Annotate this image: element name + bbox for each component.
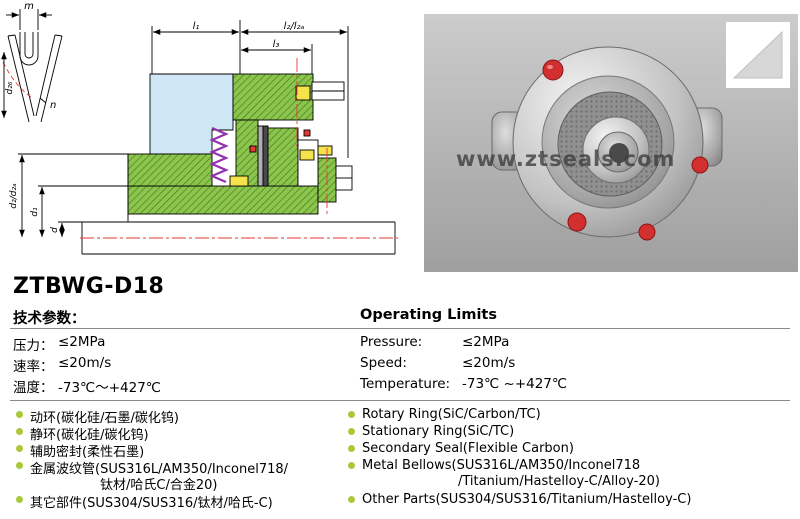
material-text: 动环(碳化硅/石墨/碳化钨)	[30, 411, 179, 426]
spec-label-cn: 速率：	[13, 359, 54, 375]
rotary-face	[257, 125, 264, 187]
divider-middle	[10, 400, 790, 401]
material-text-continuation: /Titanium/Hastelloy-C/Alloy-20)	[458, 474, 660, 489]
red-plugs	[542, 59, 709, 241]
spec-value-en: -73℃ ~+427℃	[462, 376, 568, 392]
dim-label-d2: d₂/d₂ₐ	[9, 183, 19, 209]
gasket-part-2	[299, 149, 315, 161]
gasket-part-3	[317, 145, 333, 156]
bellows-detail-view	[1, 9, 63, 123]
dim-label-d: d	[50, 227, 60, 233]
red-plug-top	[542, 59, 564, 81]
seal-cross-section-drawing: m n d₂₆	[1, 1, 398, 255]
red-plug-right	[691, 156, 709, 174]
collar-part	[127, 153, 213, 187]
product-title: ZTBWG-D18	[13, 274, 165, 299]
spec-label-en: Temperature:	[360, 376, 451, 392]
stationary-holder-part	[267, 127, 299, 187]
spec-label-en: Speed:	[360, 355, 407, 371]
spec-value-cn: -73℃～+427℃	[58, 380, 161, 396]
plug-highlight	[547, 65, 553, 69]
spec-row-speed: 速率： ≤20m/s Speed: ≤20m/s	[0, 355, 800, 375]
bullet-icon	[348, 428, 355, 435]
main-section-view	[18, 20, 398, 255]
dim-label-d1: d₁	[30, 207, 40, 217]
material-text: 其它部件(SUS304/SUS316/钛材/哈氏-C)	[30, 496, 273, 511]
red-plug-bottom-left	[567, 212, 587, 232]
stationary-face	[262, 125, 269, 187]
material-text: 静环(碳化硅/碳化钨)	[30, 428, 149, 443]
bullet-icon	[348, 462, 355, 469]
dim-label-l3: l₃	[273, 39, 280, 50]
retainer-part	[297, 139, 319, 187]
bullet-icon	[16, 496, 23, 503]
spec-label-cn: 温度：	[13, 380, 54, 396]
product-photo: www.ztseals.com	[424, 14, 798, 272]
seal-product-image	[491, 46, 723, 241]
corner-logo	[726, 22, 790, 88]
technical-drawing-panel: m n d₂₆	[0, 0, 420, 272]
dim-label-d2b: d₂₆	[5, 81, 15, 94]
bullet-icon	[16, 462, 23, 469]
spec-row-pressure: 压力： ≤2MPa Pressure: ≤2MPa	[0, 334, 800, 354]
dim-label-m: m	[24, 1, 34, 12]
spec-label-en: Pressure:	[360, 334, 423, 350]
material-text: Secondary Seal(Flexible Carbon)	[362, 441, 574, 456]
dim-label-n: n	[50, 100, 56, 111]
bullet-icon	[16, 411, 23, 418]
spec-value-en: ≤20m/s	[462, 355, 516, 371]
material-text: 金属波纹管(SUS316L/AM350/Inconel718/	[30, 462, 289, 477]
red-plug-bottom-right	[638, 223, 656, 241]
dimension-lines	[18, 20, 349, 237]
seat-housing-part	[149, 73, 234, 155]
bullet-icon	[16, 445, 23, 452]
bullet-icon	[348, 496, 355, 503]
product-photo-panel: www.ztseals.com	[424, 14, 798, 272]
dim-label-l2: l₂/l₂ₐ	[284, 21, 305, 32]
spec-label-cn: 压力：	[13, 338, 54, 354]
bullet-icon	[348, 445, 355, 452]
spec-value-cn: ≤2MPa	[58, 334, 106, 350]
material-text: 辅助密封(柔性石墨)	[30, 445, 145, 460]
spec-row-temperature: 温度： -73℃～+427℃ Temperature: -73℃ ~+427℃	[0, 376, 800, 396]
material-text-continuation: 钛材/哈氏C/合金20)	[100, 478, 218, 493]
material-text: Other Parts(SUS304/SUS316/Titanium/Haste…	[362, 492, 692, 507]
sleeve-base-part	[127, 185, 319, 215]
spec-value-cn: ≤20m/s	[58, 355, 112, 371]
material-text: Rotary Ring(SiC/Carbon/TC)	[362, 407, 541, 422]
material-text: Metal Bellows(SUS316L/AM350/Inconel718	[362, 458, 641, 473]
centerlines	[80, 58, 398, 239]
o-ring-2	[303, 129, 311, 137]
watermark: www.ztseals.com	[456, 147, 675, 171]
bullet-icon	[16, 428, 23, 435]
shaft	[81, 154, 396, 255]
spring	[209, 126, 229, 184]
material-text: Stationary Ring(SiC/TC)	[362, 424, 515, 439]
dim-label-l1: l₁	[193, 21, 200, 32]
washer-part	[295, 85, 311, 101]
shaft-bore	[609, 143, 629, 163]
corner-logo-triangle	[732, 30, 783, 79]
bullet-icon	[348, 411, 355, 418]
specs-header-en: Operating Limits	[360, 307, 497, 323]
o-ring-1	[249, 145, 257, 153]
gasket-part	[229, 175, 249, 187]
specs-header-cn: 技术参数：	[13, 311, 86, 327]
spec-value-en: ≤2MPa	[462, 334, 510, 350]
divider-top	[10, 328, 790, 329]
